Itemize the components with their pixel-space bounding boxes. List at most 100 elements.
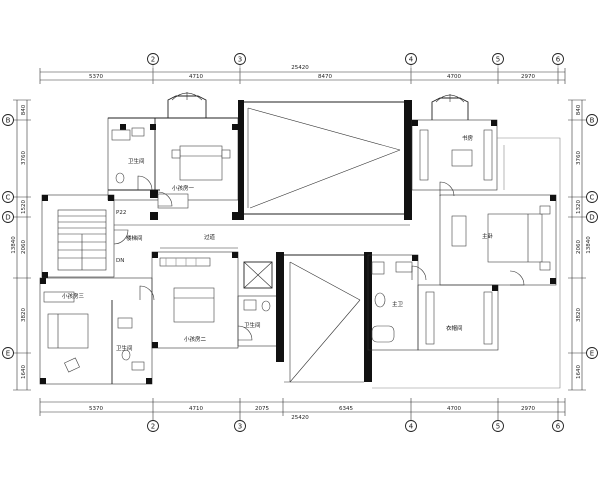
axis-label-right-C: C (590, 194, 595, 202)
right-dimension-labels: 840 3760 1320 2060 3820 1640 13840 (576, 104, 592, 379)
room-label-dressing-room: 衣帽间 (446, 324, 463, 332)
sink-icon (395, 261, 413, 273)
top-dim-2: 4710 (189, 74, 203, 80)
dimension-lines (13, 64, 586, 420)
axis-bubble-left-D (2, 211, 14, 223)
walls (39, 92, 561, 389)
bed-icon (47, 313, 89, 349)
left-dim-6: 1640 (21, 365, 27, 379)
axis-label-top-4: 4 (409, 56, 414, 64)
axis-label-right-B: B (590, 117, 595, 125)
axis-label-top-6: 6 (556, 56, 561, 64)
top-dim-3: 8470 (318, 74, 332, 80)
axis-bubble-bottom-5 (492, 420, 504, 432)
top-dim-5: 2970 (521, 74, 535, 80)
axis-bubble-right-D (586, 211, 598, 223)
room-label-study: 书房 (462, 134, 474, 142)
axis-bubble-right-B (586, 114, 598, 126)
top-dimension-labels: 25420 5370 4710 8470 4700 2970 (89, 65, 535, 80)
bed-icon (173, 287, 215, 323)
bottom-dim-6: 2970 (521, 406, 535, 412)
door-icon (157, 191, 173, 207)
room-label-bath-mid: 卫生间 (244, 321, 261, 329)
sink-icon (243, 299, 257, 311)
door-icon (113, 229, 129, 245)
left-total-dim: 13840 (11, 236, 17, 254)
bottom-total-dim: 25420 (291, 415, 309, 421)
toilet-icon (374, 292, 386, 308)
axis-label-bottom-3: 3 (238, 423, 242, 431)
bottom-dim-5: 4700 (447, 406, 461, 412)
top-axis-bubbles: 2 3 4 5 6 (147, 53, 564, 65)
room-label-kids-room-2: 小孩房二 (184, 335, 207, 343)
axis-label-top-3: 3 (238, 56, 242, 64)
axis-bubble-top-5 (492, 53, 504, 65)
right-dim-2: 3760 (576, 151, 582, 165)
right-dim-6: 1640 (576, 365, 582, 379)
axis-bubble-left-B (2, 114, 14, 126)
bottom-dim-3: 2075 (255, 406, 269, 412)
axis-bubble-bottom-2 (147, 420, 159, 432)
desk-icon (157, 193, 189, 209)
left-dim-4: 2060 (21, 240, 27, 254)
sink-icon (117, 317, 133, 329)
axis-bubble-top-4 (405, 53, 417, 65)
axis-bubble-top-6 (552, 53, 564, 65)
room-label-stairwell: 楼梯间 (126, 234, 143, 242)
axis-label-top-5: 5 (496, 56, 500, 64)
bottom-dim-4: 6345 (339, 406, 353, 412)
bottom-dimension-labels: 5370 4710 2075 6345 4700 2970 25420 (89, 406, 535, 421)
room-label-kids-room-1: 小孩房一 (172, 184, 195, 192)
axis-label-left-B: B (6, 117, 11, 125)
nightstand-icon (539, 205, 551, 215)
wardrobe-icon (483, 291, 493, 345)
axis-label-bottom-2: 2 (151, 423, 155, 431)
bathtub-icon (371, 325, 395, 343)
shower-icon (131, 361, 145, 371)
bed-icon (487, 213, 543, 263)
bottom-dim-1: 5370 (89, 406, 103, 412)
left-dim-1: 840 (21, 104, 27, 115)
bookshelf-icon (419, 129, 429, 181)
furniture (43, 127, 551, 373)
toilet-icon (121, 349, 131, 361)
axis-label-bottom-5: 5 (496, 423, 500, 431)
room-label-kids-room-3: 小孩房三 (62, 292, 85, 300)
right-dim-5: 3820 (576, 308, 582, 322)
nightstand-icon (221, 149, 231, 159)
right-total-dim: 13840 (586, 236, 592, 254)
left-dimension-labels: 840 3760 1520 2060 3820 1640 13840 (11, 104, 27, 379)
axis-label-right-D: D (589, 214, 594, 222)
axis-bubble-left-E (2, 347, 14, 359)
axis-bubble-top-2 (147, 53, 159, 65)
stair-p22-label: P22 (116, 210, 126, 216)
nightstand-icon (171, 149, 181, 159)
top-total-dim: 25420 (291, 65, 309, 71)
room-label-master-bath: 主卫 (392, 300, 404, 308)
axis-bubble-top-3 (234, 53, 246, 65)
axis-bubble-bottom-4 (405, 420, 417, 432)
axis-label-top-2: 2 (151, 56, 155, 64)
armchair-icon (64, 357, 80, 373)
elevator-shaft (243, 261, 273, 289)
room-label-bath-sw: 卫生间 (116, 344, 133, 352)
desk-icon (451, 149, 473, 167)
bathtub-icon (111, 129, 131, 141)
door-icon (237, 325, 253, 341)
axis-label-bottom-6: 6 (556, 423, 561, 431)
shower-icon (371, 261, 385, 275)
door-icon (137, 175, 153, 191)
left-dim-2: 3760 (21, 151, 27, 165)
door-icon (509, 270, 525, 286)
top-dim-4: 4700 (447, 74, 461, 80)
axis-bubble-bottom-6 (552, 420, 564, 432)
right-dim-3: 1320 (576, 200, 582, 214)
room-label-corridor: 过道 (204, 233, 216, 241)
stair-dn-label: DN (116, 258, 124, 264)
tv-cabinet-icon (451, 215, 467, 247)
right-dim-1: 840 (576, 104, 582, 115)
left-dim-3: 1520 (21, 200, 27, 214)
staircase (57, 209, 107, 271)
axis-label-right-E: E (590, 350, 594, 358)
